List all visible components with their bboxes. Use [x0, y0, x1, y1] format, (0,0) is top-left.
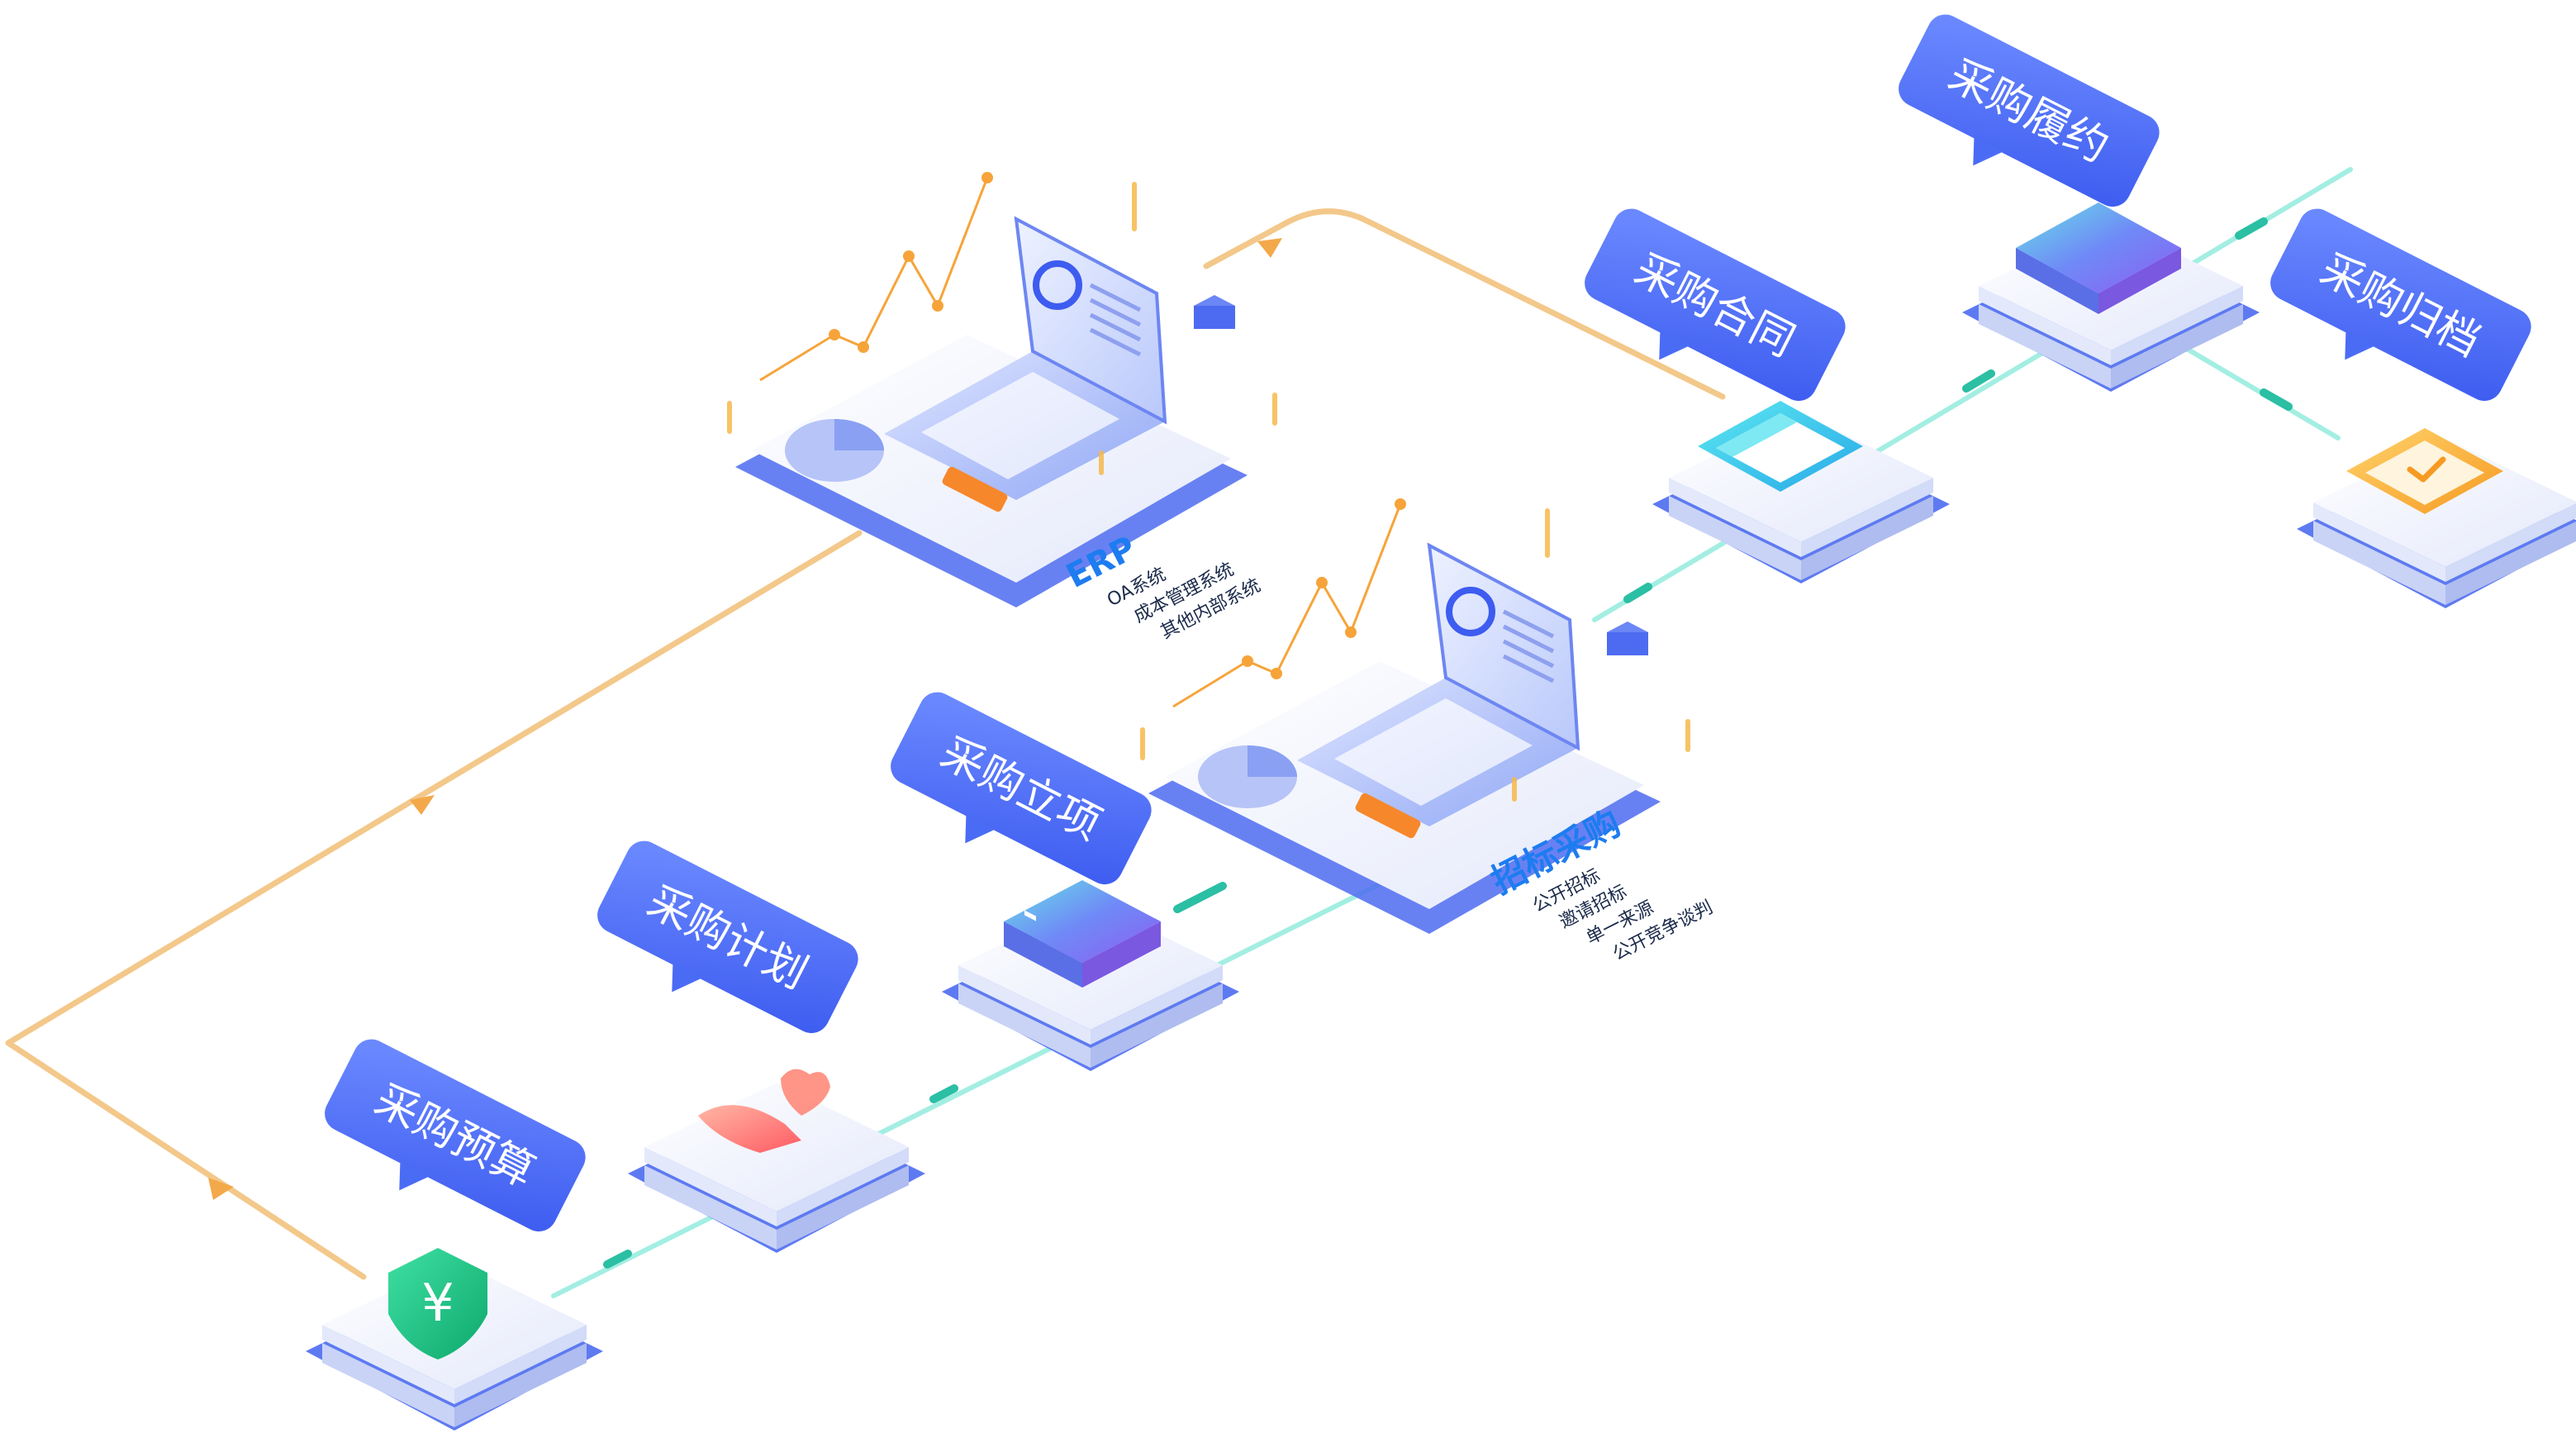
trend-line-icon	[1172, 503, 1402, 708]
screen-line	[1089, 283, 1142, 312]
laptops	[727, 172, 1690, 934]
trend-point	[1242, 655, 1253, 667]
sparkle-bar	[1132, 182, 1137, 231]
laptop-screen	[1014, 216, 1167, 425]
hand-heart-icon	[698, 1069, 830, 1153]
sparkle-bar	[1685, 719, 1690, 752]
bubble-box	[2270, 208, 2531, 402]
orange-flow-line	[5, 530, 863, 1280]
sparkle-bar	[727, 401, 732, 434]
trend-point	[932, 300, 943, 312]
pie-slice	[1248, 745, 1297, 777]
trend-point	[829, 329, 840, 340]
trend-point	[858, 341, 869, 353]
usb-drive-icon	[942, 466, 1008, 512]
bubble-box	[597, 840, 858, 1034]
trend-point	[1345, 626, 1357, 638]
laptop-assembly	[1140, 498, 1690, 934]
cube-side	[1194, 306, 1235, 329]
screen-line	[1502, 624, 1555, 654]
svg-text:¥: ¥	[421, 1273, 454, 1333]
step-platform	[628, 1083, 925, 1253]
sparkle-bar	[1140, 727, 1145, 760]
browser-window-icon	[1698, 401, 1863, 492]
bubble-box	[1899, 14, 2160, 207]
trend-point	[1316, 577, 1328, 588]
bubble-box	[1585, 208, 1846, 402]
screen-line	[1089, 327, 1142, 357]
step-bubble[interactable]: 采购计划	[580, 835, 864, 1061]
step-bubble[interactable]: 采购合同	[1567, 202, 1851, 429]
laptop-assembly	[727, 172, 1277, 607]
bubble-tail	[672, 963, 703, 993]
screen-line	[1502, 609, 1555, 639]
trend-point	[1271, 668, 1282, 679]
flow-arrow-icon	[1257, 238, 1282, 258]
step-bubble[interactable]: 采购履约	[1881, 8, 2165, 235]
orange-flow-line	[1203, 208, 1726, 400]
screen-line	[1502, 639, 1555, 669]
bubble-tail	[1973, 136, 2004, 166]
step-bubble[interactable]: 采购归档	[2253, 202, 2537, 429]
flow-arrow-icon	[410, 795, 435, 815]
bubble-box	[325, 1039, 586, 1232]
screen-line	[1502, 654, 1555, 683]
bubble-tail	[965, 814, 996, 844]
sparkle-bar	[1545, 508, 1550, 558]
step-platform	[2297, 438, 2576, 608]
sparkle-bar	[1272, 393, 1277, 426]
screen-line	[1089, 298, 1142, 327]
server-block-icon	[1004, 880, 1161, 988]
keyboard-keys	[1334, 698, 1533, 806]
check-window-icon	[2346, 428, 2503, 514]
teal-flow-dashes	[603, 217, 2293, 1269]
bubble-tail	[399, 1161, 430, 1191]
keyboard-keys	[921, 372, 1119, 479]
flow-lines	[5, 167, 2353, 1298]
bubble-tail	[1659, 331, 1690, 360]
sparkle-bar	[1512, 777, 1517, 802]
usb-drive-icon	[1355, 793, 1421, 839]
donut-chart-icon	[1033, 260, 1082, 310]
pie-slice	[834, 419, 884, 450]
sparkle-bar	[1099, 450, 1104, 475]
trend-point	[903, 250, 915, 262]
bubble-box	[891, 692, 1152, 885]
donut-chart-icon	[1446, 587, 1495, 636]
step-bubble[interactable]: 采购预算	[307, 1033, 592, 1259]
teal-flow-line	[551, 167, 2353, 1298]
cube-side	[1607, 632, 1648, 655]
step-icons: ¥	[388, 202, 2503, 1359]
purple-block-icon	[2016, 202, 2181, 314]
trend-point	[981, 172, 993, 183]
step-bubble[interactable]: 采购立项	[873, 686, 1157, 912]
yuan-shield-icon: ¥	[388, 1248, 487, 1359]
laptop-screen	[1427, 542, 1580, 751]
trend-line-icon	[759, 177, 989, 382]
flow-arrow-icon	[208, 1178, 234, 1200]
bubble-tail	[2345, 331, 2376, 360]
trend-point	[1395, 498, 1406, 510]
screen-line	[1089, 312, 1142, 342]
